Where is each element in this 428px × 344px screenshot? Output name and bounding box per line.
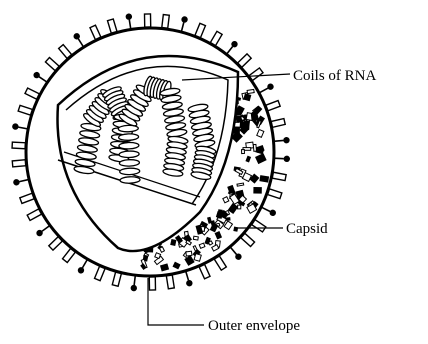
glycoprotein-spike (12, 160, 25, 167)
glycoprotein-spike (266, 101, 280, 111)
glycoprotein-spike (272, 172, 286, 180)
glycoprotein-spike (210, 31, 222, 45)
glycoprotein-spike (238, 54, 252, 67)
glycoprotein-spike (214, 256, 226, 270)
glycoprotein-spike (90, 25, 101, 39)
glycoprotein-spike (130, 275, 138, 292)
glycoprotein-spike (144, 14, 150, 27)
glycoprotein-spike (112, 272, 121, 286)
glycoprotein-spike (149, 277, 155, 290)
glycoprotein-spike (35, 223, 52, 238)
envelope-leader-line (148, 278, 204, 325)
label-capsid: Capsid (286, 221, 328, 237)
glycoprotein-spike (20, 193, 34, 203)
glycoprotein-spike (241, 233, 255, 246)
glycoprotein-spike (271, 119, 285, 128)
glycoprotein-spike (273, 137, 290, 145)
glycoprotein-spike (274, 155, 291, 162)
glycoprotein-spike (45, 57, 59, 70)
glycoprotein-spike (249, 68, 263, 81)
glycoprotein-spike (162, 15, 169, 29)
glycoprotein-spike (59, 45, 72, 59)
label-coils-of-rna: Coils of RNA (293, 68, 377, 84)
glycoprotein-spike (95, 266, 106, 280)
glycoprotein-spike (252, 220, 266, 232)
glycoprotein-spike (63, 249, 76, 263)
glycoprotein-spike (268, 189, 282, 199)
glycoprotein-spike (108, 19, 117, 33)
glycoprotein-spike (125, 13, 134, 30)
glycoprotein-spike (12, 123, 29, 132)
glycoprotein-spike (12, 142, 25, 149)
glycoprotein-spike (18, 105, 32, 115)
label-outer-envelope: Outer envelope (208, 318, 300, 334)
glycoprotein-spike (195, 23, 206, 37)
glycoprotein-spike (228, 245, 243, 262)
glycoprotein-spike (166, 275, 174, 289)
glycoprotein-spike (25, 88, 39, 99)
glycoprotein-spike (224, 40, 239, 57)
glycoprotein-spike (27, 209, 41, 220)
glycoprotein-spike (199, 264, 210, 278)
glycoprotein-spike (49, 237, 63, 250)
